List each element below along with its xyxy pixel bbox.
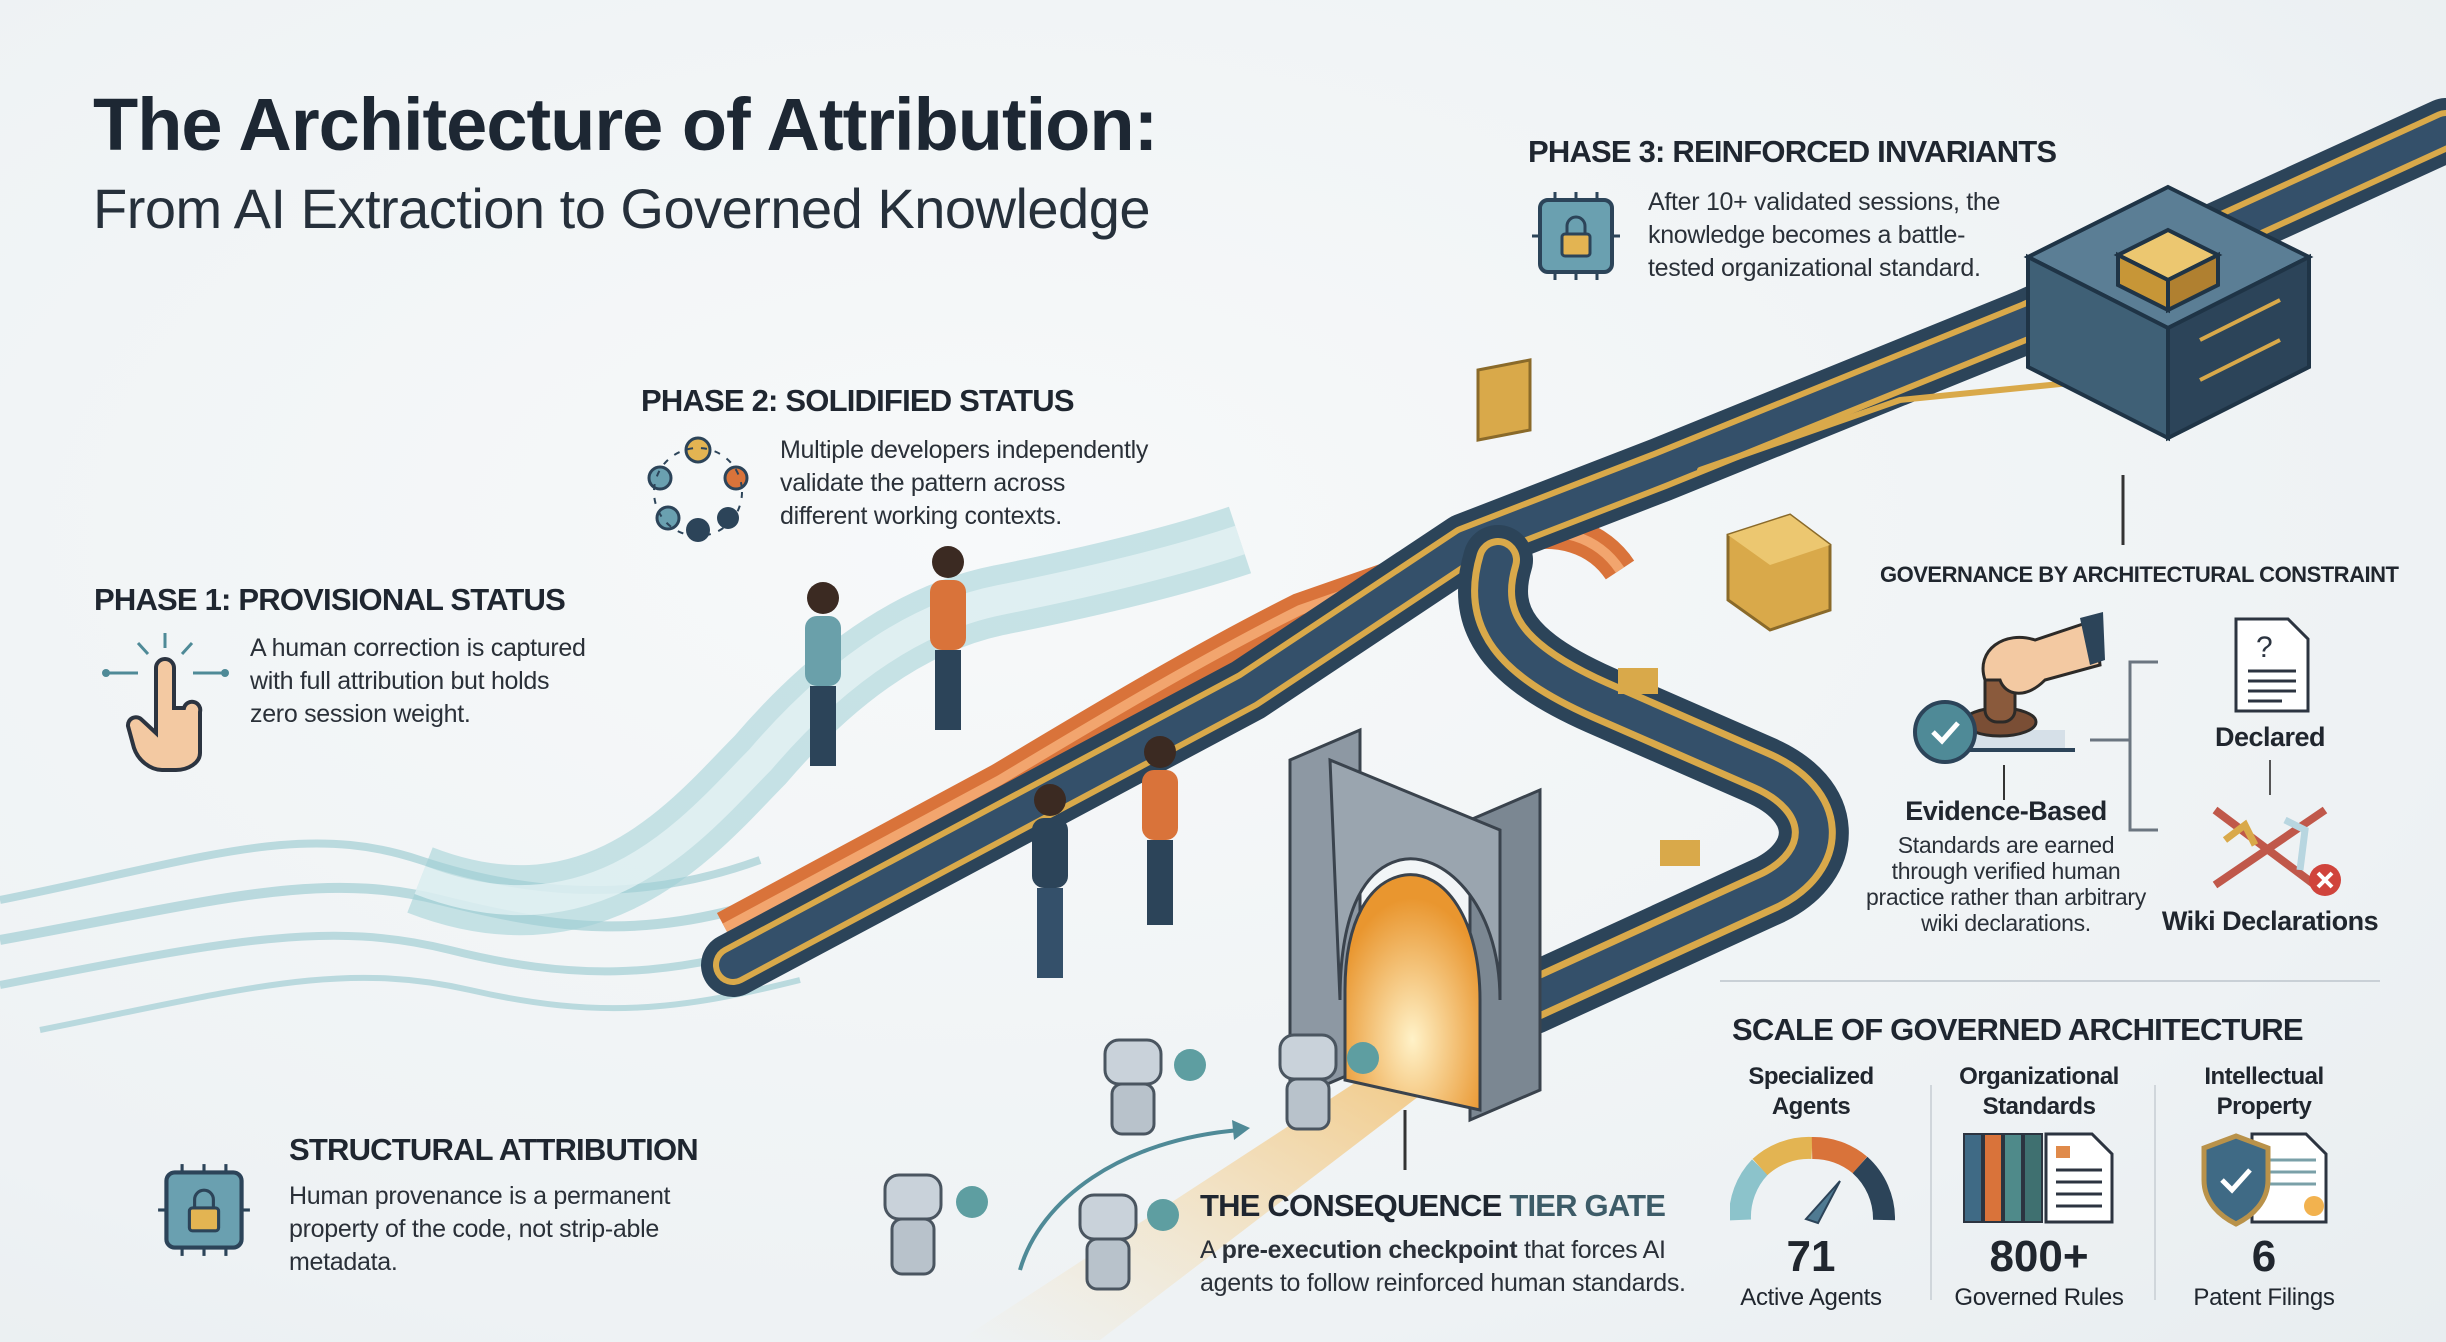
developer-figure [1142, 736, 1178, 925]
robot [1103, 1038, 1163, 1136]
robot [883, 1173, 943, 1276]
phase-3-description: After 10+ validated sessions, the knowle… [1648, 186, 2000, 285]
developer-figure [1032, 784, 1068, 978]
robot [1078, 1193, 1138, 1291]
evidence-line: through verified human [1891, 858, 2121, 884]
gate-text: A [1200, 1236, 1222, 1264]
gold-junction-blocks [1476, 358, 1832, 866]
lock-chip-icon [158, 1164, 250, 1256]
gate-text-bold: pre-execution checkpoint [1221, 1236, 1518, 1264]
shield-patent-icon [2201, 1132, 2328, 1227]
broken-wiki-icon [2212, 806, 2341, 896]
phase-3-heading: PHASE 3: REINFORCED INVARIANTS [1528, 134, 2057, 169]
books-document-icon [1963, 1132, 2114, 1224]
gate-heading: THE CONSEQUENCE TIER GATE [1200, 1188, 1666, 1224]
gate-heading-main: THE CONSEQUENCE [1200, 1188, 1502, 1223]
gate-description: A pre-execution checkpoint that forces A… [1200, 1234, 1700, 1300]
phase-2-description: Multiple developers independently valida… [780, 434, 1148, 533]
phase-1-line: with full attribution but holds [250, 667, 550, 695]
structural-attribution-description: Human provenance is a permanent property… [289, 1180, 671, 1279]
gate-text: that forces AI agents to follow reinforc… [1200, 1236, 1686, 1297]
divider [1930, 1085, 1932, 1300]
declared-label: Declared [2214, 722, 2326, 752]
hand-pointer-icon [102, 633, 229, 772]
phase-1-line: zero session weight. [250, 700, 471, 728]
approval-stamp-icon [1913, 612, 2105, 764]
wiki-declarations-label: Wiki Declarations [2161, 906, 2379, 936]
svg-text:?: ? [2256, 631, 2273, 664]
people-group-icon [647, 436, 749, 542]
stat-value: 6 [2251, 1232, 2277, 1281]
developers-figures [805, 546, 1178, 978]
phase-2-line: Multiple developers independently [780, 436, 1149, 464]
robot [1278, 1033, 1338, 1131]
structural-line: metadata. [289, 1248, 398, 1276]
scale-heading: SCALE OF GOVERNED ARCHITECTURE [1732, 1012, 2304, 1047]
check-badges [956, 1042, 1379, 1231]
lock-chip-icon [1532, 192, 1620, 280]
phase-2-heading: PHASE 2: SOLIDIFIED STATUS [641, 383, 1075, 418]
evidence-line: wiki declarations. [1921, 910, 2091, 936]
evidence-line: Standards are earned [1897, 832, 2115, 858]
knowledge-vault-cube [2023, 184, 2314, 442]
stat-caption: Active Agents [1740, 1284, 1882, 1311]
bracket-connector [2090, 660, 2158, 832]
ai-agent-robots [883, 1033, 1338, 1291]
phase-2-line: different working contexts. [780, 502, 1062, 530]
evidence-based-label: Evidence-Based [1905, 796, 2107, 826]
stat-caption: Governed Rules [1954, 1284, 2124, 1311]
phase-1-description: A human correction is captured with full… [250, 632, 586, 731]
phase-1-heading: PHASE 1: PROVISIONAL STATUS [94, 582, 566, 617]
developer-figure [805, 582, 841, 766]
divider [2269, 760, 2271, 795]
governance-heading: GOVERNANCE BY ARCHITECTURAL CONSTRAINT [1880, 562, 2399, 587]
divider [2154, 1085, 2156, 1300]
phase-3-line: knowledge becomes a battle- [1648, 221, 1966, 249]
document-question-icon: ? [2234, 617, 2310, 713]
stat-caption: Patent Filings [2193, 1284, 2335, 1311]
phase-3-line: After 10+ validated sessions, the [1648, 188, 2001, 216]
page-subtitle: From AI Extraction to Governed Knowledge [93, 177, 1151, 240]
stat-value: 71 [1786, 1232, 1836, 1281]
section-divider [1720, 980, 2380, 982]
structural-line: property of the code, not strip-able [289, 1215, 659, 1243]
gauge-icon [1730, 1136, 1895, 1225]
page-title: The Architecture of Attribution: [93, 83, 1158, 166]
evidence-based-description: Standards are earned through verified hu… [1836, 832, 2176, 936]
structural-attribution-heading: STRUCTURAL ATTRIBUTION [289, 1132, 699, 1167]
evidence-line: practice rather than arbitrary [1866, 884, 2146, 910]
gate-heading-accent: TIER GATE [1509, 1188, 1666, 1223]
phase-2-line: validate the pattern across [780, 469, 1066, 497]
structural-line: Human provenance is a permanent [289, 1182, 671, 1210]
divider [2003, 765, 2005, 800]
phase-3-line: tested organizational standard. [1648, 254, 1981, 282]
developer-figure [930, 546, 966, 730]
stat-value: 800+ [1989, 1232, 2089, 1281]
phase-1-line: A human correction is captured [250, 634, 586, 662]
